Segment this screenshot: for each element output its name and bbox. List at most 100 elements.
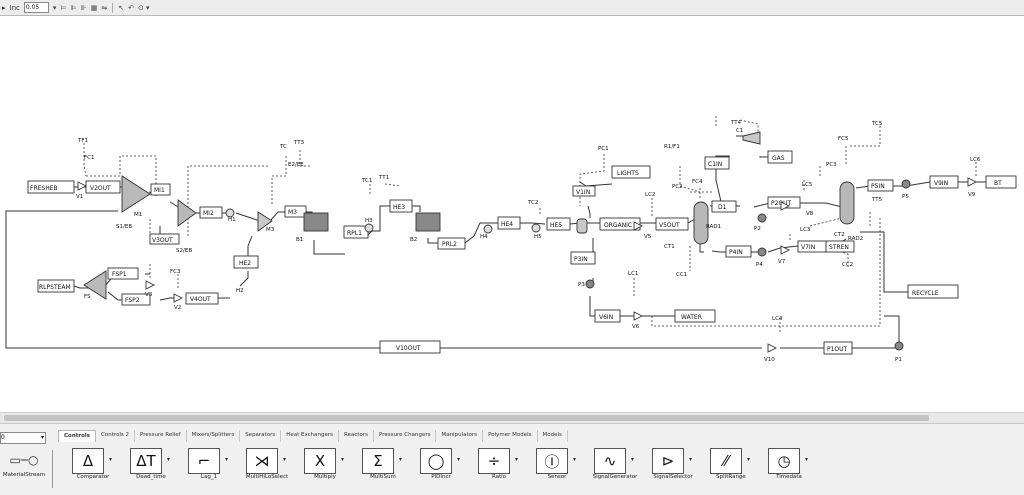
pointer-icon[interactable]: ↖: [118, 3, 125, 12]
increment-combo[interactable]: 0.05: [23, 2, 49, 13]
stream-label: V1IN: [576, 189, 590, 196]
palette-tab[interactable]: Pressure Relief: [135, 430, 187, 442]
unit-label: V6: [632, 324, 640, 330]
material-stream-button[interactable]: ▭─○ MaterialStream: [2, 448, 46, 490]
palette-item-lag_1[interactable]: ⌐▾Lag_1: [180, 448, 238, 490]
dropdown-arrow-icon[interactable]: ▾: [688, 456, 692, 463]
dropdown-arrow-icon[interactable]: ▾: [282, 456, 286, 463]
dropdown-arrow-icon[interactable]: ▾: [804, 456, 808, 463]
column-icon[interactable]: [839, 181, 855, 225]
multiply-icon[interactable]: X▾: [304, 448, 344, 474]
valve-icon[interactable]: [145, 280, 156, 290]
dropdown-arrow-icon[interactable]: ▾: [108, 456, 112, 463]
palette-item-multisum[interactable]: Σ▾MultiSum: [354, 448, 412, 490]
heater-icon[interactable]: [364, 223, 374, 233]
sensor-icon[interactable]: Ⓘ▾: [536, 448, 576, 474]
ratio-icon[interactable]: ÷▾: [478, 448, 518, 474]
pump-icon[interactable]: [757, 247, 767, 257]
chevron-down-icon[interactable]: ▾: [40, 434, 44, 441]
align-center-icon[interactable]: ⊫: [70, 3, 77, 12]
palette-item-comparator[interactable]: Δ▾Comparator: [64, 448, 122, 490]
palette-tab[interactable]: Mixers/Splitters: [187, 430, 241, 442]
dropdown-arrow-icon[interactable]: ▾: [572, 456, 576, 463]
palette-item-label: Sensor: [547, 474, 567, 480]
mixer-icon[interactable]: [257, 211, 273, 232]
dropdown-arrow-icon[interactable]: ▾: [514, 456, 518, 463]
timedata-icon[interactable]: ◷▾: [768, 448, 808, 474]
align-right-icon[interactable]: ⊪: [80, 3, 87, 12]
valve-icon[interactable]: [77, 181, 88, 191]
step-icon[interactable]: ▸: [2, 3, 6, 12]
tag-label: CT2: [834, 232, 845, 238]
separator-icon[interactable]: [576, 218, 588, 234]
valve-icon[interactable]: [767, 343, 778, 353]
mixer-icon[interactable]: [177, 199, 197, 227]
valve-icon[interactable]: [633, 221, 644, 231]
combo-dropdown-icon[interactable]: ▾: [52, 3, 57, 12]
pump-icon[interactable]: [901, 179, 911, 189]
dropdown-arrow-icon[interactable]: ▾: [630, 456, 634, 463]
palette-tab[interactable]: Controls: [58, 430, 97, 442]
rotate-icon[interactable]: ↶: [128, 3, 134, 12]
palette-item-dead_time[interactable]: ΔT▾Dead_time: [122, 448, 180, 490]
reactor-bed-icon[interactable]: [303, 212, 329, 232]
grid-icon[interactable]: ▦: [90, 3, 98, 12]
scrollbar-thumb[interactable]: [4, 415, 929, 421]
valve-icon[interactable]: [173, 293, 184, 303]
multisum-icon[interactable]: Σ▾: [362, 448, 402, 474]
dropdown-arrow-icon[interactable]: ▾: [746, 456, 750, 463]
heater-icon[interactable]: [225, 208, 235, 218]
valve-icon[interactable]: [633, 311, 644, 321]
pump-icon[interactable]: [585, 279, 595, 289]
column-icon[interactable]: [693, 201, 709, 245]
palette-item-ratio[interactable]: ÷▾Ratio: [470, 448, 528, 490]
palette-combo[interactable]: 0 ▾: [0, 432, 46, 444]
pump-icon[interactable]: [757, 213, 767, 223]
dropdown-arrow-icon[interactable]: ▾: [340, 456, 344, 463]
dropdown-arrow-icon[interactable]: ▾: [456, 456, 460, 463]
dropdown-arrow-icon[interactable]: ▾: [398, 456, 402, 463]
palette-tab[interactable]: Pressure Changers: [374, 430, 437, 442]
process-flowsheet[interactable]: FRESHEB V2OUT MI1 MI2 M3 V3OUT RLPSTEAM …: [0, 16, 1024, 412]
valve-icon[interactable]: [780, 245, 791, 255]
dropdown-arrow-icon[interactable]: ▾: [224, 456, 228, 463]
dead_time-icon[interactable]: ΔT▾: [130, 448, 170, 474]
dropdown-arrow-icon[interactable]: ▾: [166, 456, 170, 463]
multihiloselect-icon[interactable]: ⋊▾: [246, 448, 286, 474]
palette-tab[interactable]: Separators: [240, 430, 282, 442]
heater-icon[interactable]: [531, 223, 541, 233]
palette-item-multiply[interactable]: X▾Multiply: [296, 448, 354, 490]
horizontal-scrollbar[interactable]: [0, 412, 1024, 423]
splitter-icon[interactable]: [83, 270, 107, 300]
palette-item-timedata[interactable]: ◷▾Timedata: [760, 448, 818, 490]
comparator-icon[interactable]: Δ▾: [72, 448, 112, 474]
palette-item-signalselector[interactable]: ⊳▾SignalSelector: [644, 448, 702, 490]
mixer-icon[interactable]: [121, 175, 151, 213]
tag-label: TC2: [527, 200, 538, 206]
signalgenerator-icon[interactable]: ∿▾: [594, 448, 634, 474]
palette-item-pidincr[interactable]: ◯▾PIDIncr: [412, 448, 470, 490]
align-left-icon[interactable]: ⊨: [60, 3, 67, 12]
compressor-icon[interactable]: [742, 131, 761, 145]
valve-icon[interactable]: [780, 201, 791, 211]
splitrange-icon[interactable]: ⁄⁄▾: [710, 448, 750, 474]
pump-icon[interactable]: [894, 341, 904, 351]
palette-item-multihiloselect[interactable]: ⋊▾MultiHiLoSelect: [238, 448, 296, 490]
heater-icon[interactable]: [483, 224, 493, 234]
zoom-icon[interactable]: ⊙ ▾: [137, 3, 150, 12]
palette-item-sensor[interactable]: Ⓘ▾Sensor: [528, 448, 586, 490]
valve-icon[interactable]: [967, 177, 978, 187]
palette-item-splitrange[interactable]: ⁄⁄▾SplitRange: [702, 448, 760, 490]
palette-tab[interactable]: Heat Exchangers: [281, 430, 340, 442]
palette-tab[interactable]: Manipulators: [436, 430, 484, 442]
reactor-bed-icon[interactable]: [415, 212, 441, 232]
palette-tab[interactable]: Controls 2: [96, 430, 136, 442]
palette-item-signalgenerator[interactable]: ∿▾SignalGenerator: [586, 448, 644, 490]
pidincr-icon[interactable]: ◯▾: [420, 448, 460, 474]
palette-tab[interactable]: Polymer Models: [483, 430, 538, 442]
lag_1-icon[interactable]: ⌐▾: [188, 448, 228, 474]
signalselector-icon[interactable]: ⊳▾: [652, 448, 692, 474]
palette-tab[interactable]: Models: [538, 430, 568, 442]
palette-tab[interactable]: Reactors: [339, 430, 375, 442]
flip-icon[interactable]: ⇋: [101, 3, 108, 12]
